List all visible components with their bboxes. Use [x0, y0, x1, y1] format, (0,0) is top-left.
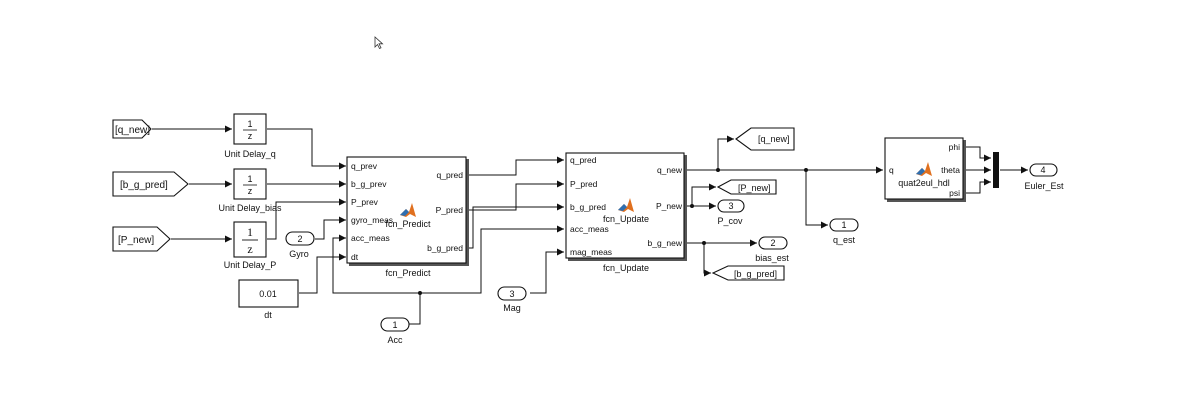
- svg-text:z: z: [248, 131, 253, 141]
- svg-text:Mag: Mag: [503, 303, 521, 313]
- svg-text:P_new: P_new: [656, 201, 683, 211]
- goto-tag-p-new[interactable]: [P_new]: [716, 179, 777, 195]
- svg-text:b_g_new: b_g_new: [647, 238, 682, 248]
- inport-acc[interactable]: 1 Acc: [380, 317, 410, 345]
- svg-text:[P_new]: [P_new]: [738, 183, 771, 193]
- svg-text:0.01: 0.01: [259, 289, 277, 299]
- unit-delay-q-block[interactable]: 1 z Unit Delay_q: [224, 113, 276, 159]
- svg-text:gyro_meas: gyro_meas: [351, 215, 393, 225]
- svg-text:4: 4: [1040, 165, 1045, 175]
- svg-text:[q_new]: [q_new]: [115, 125, 150, 136]
- unit-delay-p-block[interactable]: 1 z Unit Delay_P: [224, 221, 277, 270]
- unit-delay-bias-label: Unit Delay_bias: [218, 203, 282, 213]
- svg-text:q_pred: q_pred: [437, 170, 464, 180]
- svg-text:z: z: [247, 242, 252, 256]
- svg-text:acc_meas: acc_meas: [570, 224, 609, 234]
- mouse-pointer-icon: [374, 36, 384, 50]
- svg-text:Gyro: Gyro: [289, 249, 309, 259]
- svg-text:fcn_Update: fcn_Update: [603, 214, 649, 224]
- svg-text:[b_g_pred]: [b_g_pred]: [120, 180, 168, 191]
- from-tag-q-new[interactable]: [q_new]: [112, 119, 152, 139]
- signal-lines: [152, 125, 1028, 325]
- inport-mag[interactable]: 3 Mag: [497, 286, 527, 313]
- svg-text:q_new: q_new: [657, 165, 683, 175]
- goto-tag-q-new[interactable]: [q_new]: [735, 127, 795, 151]
- svg-text:theta: theta: [941, 165, 960, 175]
- svg-text:b_g_pred: b_g_pred: [427, 243, 463, 253]
- svg-text:2: 2: [297, 234, 302, 244]
- svg-text:1: 1: [247, 225, 253, 239]
- svg-text:3: 3: [509, 289, 514, 299]
- svg-text:1: 1: [841, 220, 846, 230]
- svg-text:q_est: q_est: [833, 235, 856, 245]
- inport-gyro[interactable]: 2 Gyro: [285, 231, 315, 259]
- svg-text:P_pred: P_pred: [570, 179, 598, 189]
- from-tag-b-g-pred[interactable]: [b_g_pred]: [112, 171, 189, 197]
- svg-text:mag_meas: mag_meas: [570, 247, 612, 257]
- svg-text:acc_meas: acc_meas: [351, 233, 390, 243]
- svg-text:P_prev: P_prev: [351, 197, 379, 207]
- svg-text:q: q: [889, 165, 894, 175]
- fcn-predict-caption: fcn_Predict: [385, 268, 431, 278]
- svg-text:bias_est: bias_est: [755, 253, 789, 263]
- svg-text:phi: phi: [949, 142, 960, 152]
- svg-text:dt: dt: [264, 310, 272, 320]
- fcn-predict-block[interactable]: q_prev b_g_prev P_prev gyro_meas acc_mea…: [346, 156, 469, 278]
- svg-text:psi: psi: [949, 188, 960, 198]
- svg-text:q_pred: q_pred: [570, 155, 597, 165]
- svg-text:2: 2: [770, 238, 775, 248]
- svg-text:z: z: [248, 186, 253, 196]
- outport-bias-est[interactable]: 2 bias_est: [755, 236, 789, 263]
- svg-text:b_g_pred: b_g_pred: [570, 202, 606, 212]
- svg-text:dt: dt: [351, 252, 359, 262]
- svg-text:[b_g_pred]: [b_g_pred]: [734, 269, 777, 279]
- outport-euler-est[interactable]: 4 Euler_Est: [1024, 163, 1064, 191]
- outport-p-cov[interactable]: 3 P_cov: [717, 199, 745, 226]
- outport-q-est[interactable]: 1 q_est: [829, 218, 859, 245]
- svg-text:q_prev: q_prev: [351, 161, 378, 171]
- mux-block[interactable]: [993, 152, 999, 188]
- svg-text:1: 1: [247, 119, 252, 129]
- svg-text:1: 1: [247, 174, 252, 184]
- constant-dt-block[interactable]: 0.01 dt: [238, 279, 299, 320]
- svg-text:fcn_Predict: fcn_Predict: [385, 219, 431, 229]
- svg-text:3: 3: [728, 201, 733, 211]
- svg-text:[P_new]: [P_new]: [118, 235, 154, 246]
- from-tag-p-new[interactable]: [P_new]: [112, 226, 171, 252]
- svg-text:P_pred: P_pred: [436, 205, 464, 215]
- svg-text:b_g_prev: b_g_prev: [351, 179, 387, 189]
- fcn-update-block[interactable]: q_pred P_pred b_g_pred acc_meas mag_meas…: [565, 152, 687, 273]
- unit-delay-q-label: Unit Delay_q: [224, 149, 276, 159]
- svg-text:quat2eul_hdl: quat2eul_hdl: [898, 178, 950, 188]
- goto-tag-b-g-pred[interactable]: [b_g_pred]: [711, 265, 785, 281]
- svg-text:[q_new]: [q_new]: [758, 134, 790, 144]
- svg-text:Acc: Acc: [387, 335, 403, 345]
- fcn-update-caption: fcn_Update: [603, 263, 649, 273]
- quat2eul-block[interactable]: q phi theta psi quat2eul_hdl: [884, 137, 966, 202]
- svg-text:1: 1: [392, 320, 397, 330]
- unit-delay-p-label: Unit Delay_P: [224, 260, 277, 270]
- svg-text:P_cov: P_cov: [717, 216, 743, 226]
- unit-delay-bias-block[interactable]: 1 z Unit Delay_bias: [218, 168, 282, 213]
- svg-text:Euler_Est: Euler_Est: [1024, 181, 1064, 191]
